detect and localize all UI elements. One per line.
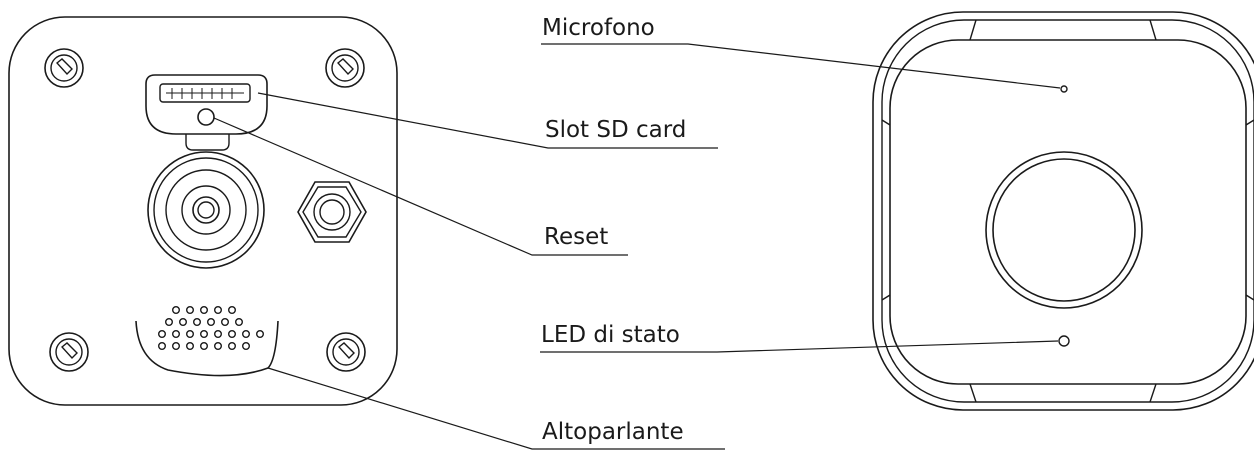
camera-lens-icon — [147, 151, 265, 269]
front-lens-icon — [985, 151, 1143, 309]
speaker-hole — [199, 330, 208, 339]
reset-label: Reset — [544, 224, 609, 250]
speaker-hole — [199, 342, 208, 351]
screw-icon — [49, 332, 89, 372]
microphone-label: Microfono — [542, 15, 655, 41]
cable-gland-icon — [297, 181, 367, 243]
speaker-hole — [241, 342, 250, 351]
speaker-hole — [192, 318, 201, 327]
leader-speaker — [267, 367, 725, 450]
speaker-hole — [213, 342, 222, 351]
speaker-grille — [135, 306, 279, 377]
speaker-hole — [213, 306, 222, 315]
speaker-hole — [185, 330, 194, 339]
back-body-outline — [8, 16, 398, 406]
speaker-hole — [185, 306, 194, 315]
speaker-label: Altoparlante — [542, 419, 684, 445]
speaker-hole — [227, 306, 236, 315]
leader-status-led — [540, 340, 1059, 353]
leader-reset — [213, 117, 628, 256]
speaker-hole — [199, 306, 208, 315]
screw-icon — [326, 332, 366, 372]
leader-sd-slot — [257, 92, 718, 149]
speaker-hole — [171, 306, 180, 315]
speaker-hole — [227, 342, 236, 351]
speaker-hole — [157, 330, 166, 339]
speaker-hole — [213, 330, 222, 339]
speaker-hole — [171, 342, 180, 351]
front-face — [889, 39, 1247, 385]
reset-button-icon — [197, 108, 215, 126]
speaker-hole — [220, 318, 229, 327]
status-led-icon — [1058, 335, 1070, 347]
speaker-hole — [157, 342, 166, 351]
status-led-label: LED di stato — [541, 322, 680, 348]
speaker-hole — [241, 330, 250, 339]
microphone-hole-icon — [1060, 85, 1068, 93]
speaker-hole — [256, 330, 265, 339]
screw-icon — [325, 48, 365, 88]
speaker-hole — [206, 318, 215, 327]
speaker-hole — [227, 330, 236, 339]
screw-icon — [44, 48, 84, 88]
front-frame-inner-edge — [881, 19, 1254, 403]
front-outer-frame — [872, 11, 1254, 411]
leader-lines — [213, 43, 1061, 450]
sd-slot-housing — [145, 74, 268, 151]
sd-slot-label: Slot SD card — [545, 117, 687, 143]
sd-card-slot — [159, 83, 251, 103]
speaker-hole — [164, 318, 173, 327]
leader-microphone — [541, 43, 1061, 89]
speaker-hole — [185, 342, 194, 351]
speaker-hole — [171, 330, 180, 339]
camera-front-view — [872, 11, 1254, 411]
speaker-hole — [234, 318, 243, 327]
speaker-hole — [178, 318, 187, 327]
camera-back-view — [8, 16, 398, 406]
